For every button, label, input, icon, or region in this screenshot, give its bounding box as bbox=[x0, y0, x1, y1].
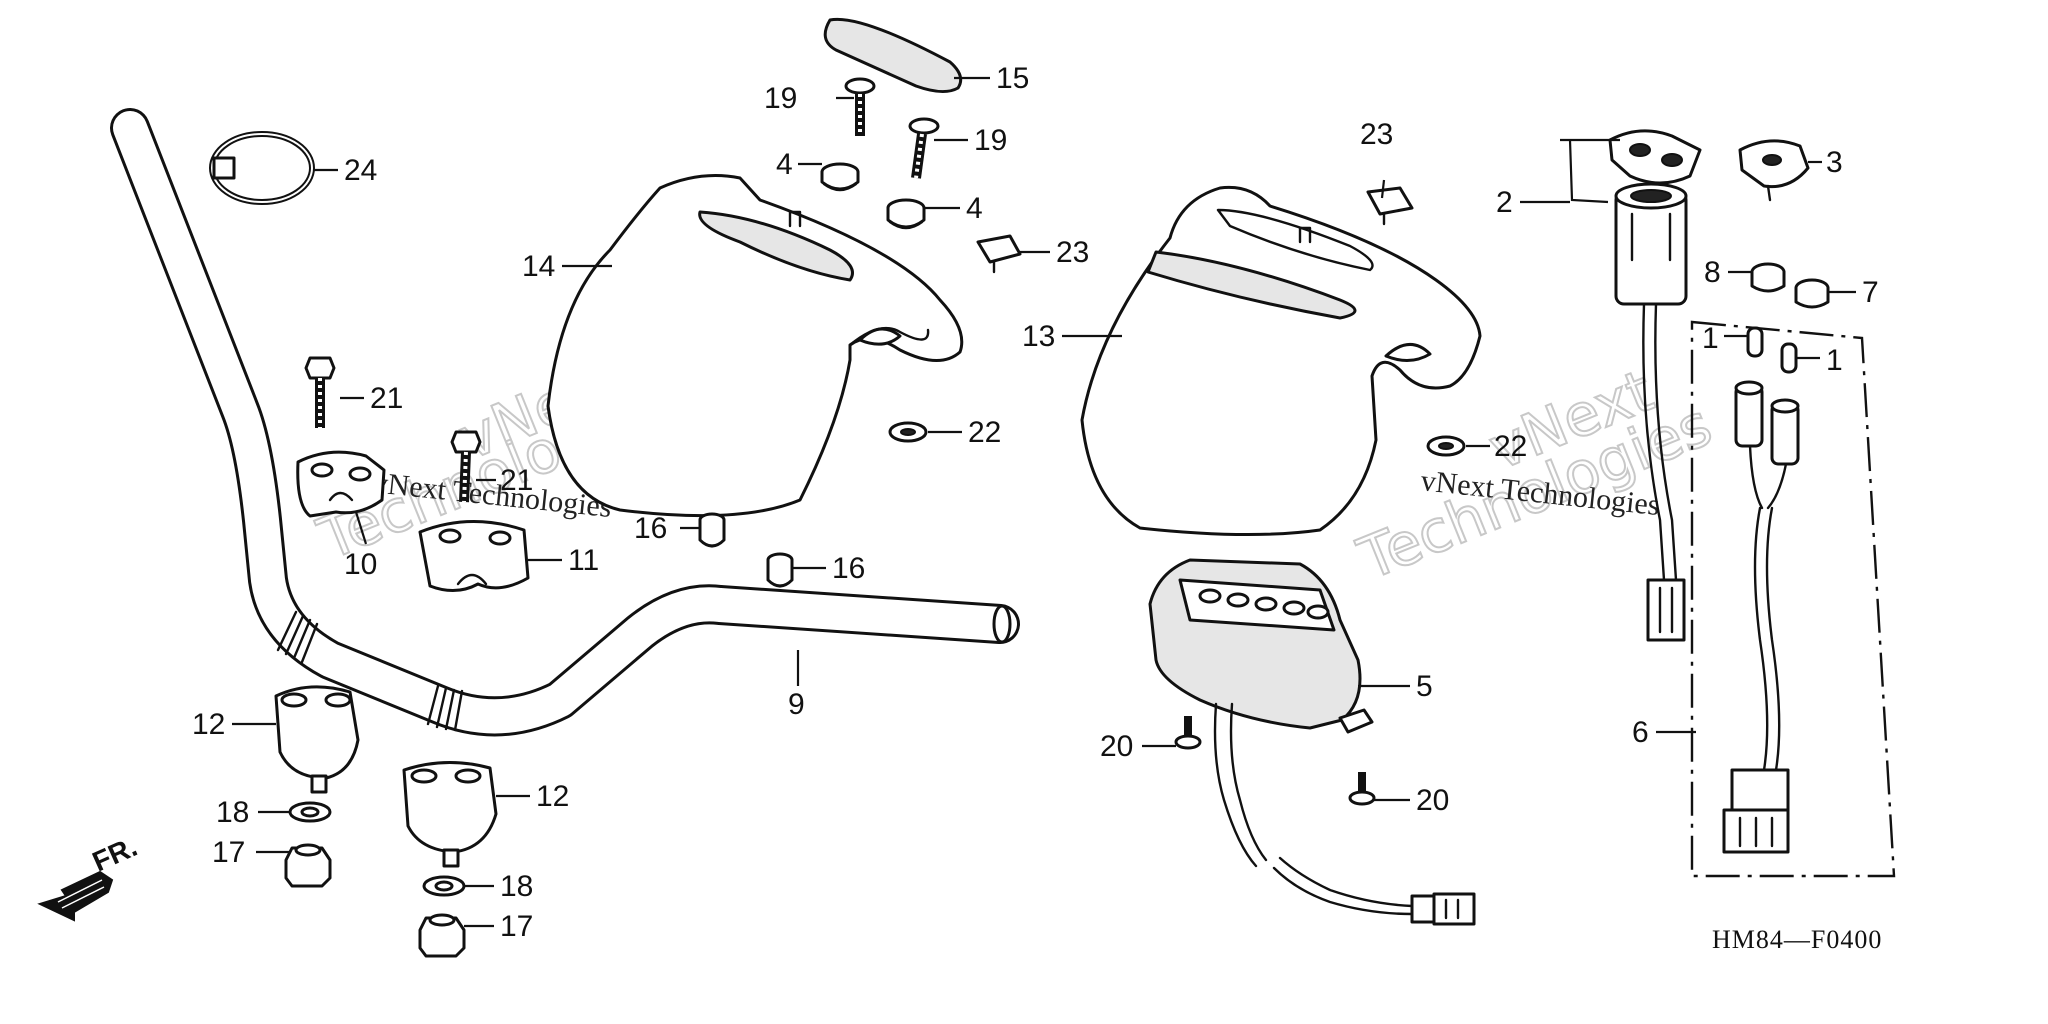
socket-sub-harness-6 bbox=[1722, 380, 1800, 854]
grommet-4-right bbox=[886, 198, 926, 230]
grommet-4-left bbox=[820, 162, 860, 192]
plug-7 bbox=[1794, 278, 1830, 309]
callout-17: 17 bbox=[500, 910, 533, 943]
callout-19: 19 bbox=[974, 124, 1007, 157]
pad-15 bbox=[823, 17, 963, 93]
callout-1: 1 bbox=[1826, 344, 1843, 377]
washer-18-left bbox=[288, 801, 332, 823]
key-3 bbox=[1738, 139, 1810, 202]
bulb-1-left bbox=[1746, 326, 1764, 358]
callout-23: 23 bbox=[1360, 118, 1393, 151]
screw-19-left bbox=[844, 77, 876, 136]
callout-1: 1 bbox=[1702, 322, 1719, 355]
callout-20: 20 bbox=[1100, 730, 1133, 763]
collar-16-upper bbox=[698, 512, 726, 548]
handlebar-knurl-left bbox=[276, 610, 319, 664]
washer-18-right bbox=[422, 875, 466, 897]
indicator-meter-5 bbox=[1148, 558, 1476, 926]
handlebar-upper-cover-14 bbox=[546, 174, 964, 518]
callout-20: 20 bbox=[1416, 784, 1449, 817]
diagram-code: HM84—F0400 bbox=[1712, 925, 1882, 954]
callout-17: 17 bbox=[212, 836, 245, 869]
bolt-21-upper bbox=[304, 356, 336, 428]
callout-11: 11 bbox=[568, 544, 599, 577]
callout-22: 22 bbox=[968, 416, 1001, 449]
nut-17-left bbox=[284, 843, 332, 888]
callout-4: 4 bbox=[776, 148, 793, 181]
callout-16: 16 bbox=[634, 512, 667, 545]
callout-6: 6 bbox=[1632, 716, 1649, 749]
callout-5: 5 bbox=[1416, 670, 1433, 703]
band-clip bbox=[209, 131, 315, 205]
clip-23-left bbox=[976, 234, 1022, 274]
bolt-21-lower bbox=[450, 430, 482, 503]
callout-3: 3 bbox=[1826, 146, 1843, 179]
front-direction-indicator: FR. bbox=[37, 831, 142, 922]
clip-23-right bbox=[1366, 186, 1414, 226]
washer-22-right bbox=[1426, 435, 1466, 457]
callout-12: 12 bbox=[192, 708, 225, 741]
callout-18: 18 bbox=[500, 870, 533, 903]
callout-15: 15 bbox=[996, 62, 1029, 95]
callout-14: 14 bbox=[522, 250, 555, 283]
front-direction-label: FR. bbox=[88, 831, 142, 878]
callout-23: 23 bbox=[1056, 236, 1089, 269]
callout-4: 4 bbox=[966, 192, 983, 225]
upper-holder-11 bbox=[418, 519, 530, 592]
washer-22-left bbox=[888, 421, 928, 443]
harness-group-box bbox=[1690, 320, 1896, 878]
screw-19-right bbox=[908, 117, 940, 179]
collar-16-lower bbox=[766, 552, 794, 588]
handlebar-front-cover-13 bbox=[1080, 185, 1482, 537]
lower-holder-12-left bbox=[274, 685, 360, 794]
callout-21: 21 bbox=[370, 382, 403, 415]
upper-holder-10 bbox=[296, 450, 386, 518]
callout-8: 8 bbox=[1704, 256, 1721, 289]
callout-18: 18 bbox=[216, 796, 249, 829]
callout-19: 19 bbox=[764, 82, 797, 115]
handlebar bbox=[110, 108, 1020, 737]
callout-22: 22 bbox=[1494, 430, 1527, 463]
plug-8 bbox=[1750, 262, 1786, 293]
callout-12: 12 bbox=[536, 780, 569, 813]
handlebar-knurl-right bbox=[426, 684, 464, 732]
callout-9: 9 bbox=[788, 688, 805, 721]
lower-holder-12-right bbox=[402, 761, 498, 868]
callout-10: 10 bbox=[344, 548, 377, 581]
ignition-switch-2 bbox=[1608, 129, 1702, 642]
screw-20-right bbox=[1348, 772, 1376, 806]
callout-24: 24 bbox=[344, 154, 377, 187]
callout-13: 13 bbox=[1022, 320, 1055, 353]
bulb-1-right bbox=[1780, 342, 1798, 374]
callout-21: 21 bbox=[500, 464, 533, 497]
callout-2: 2 bbox=[1496, 186, 1513, 219]
meter-lamps bbox=[1198, 588, 1330, 620]
callout-7: 7 bbox=[1862, 276, 1879, 309]
leader-lines bbox=[232, 76, 1856, 928]
callout-labels: 1 1 2 3 4 4 5 6 7 8 9 10 11 12 12 13 14 … bbox=[192, 62, 1879, 943]
callout-16: 16 bbox=[832, 552, 865, 585]
screw-20-left bbox=[1174, 716, 1202, 750]
nut-17-right bbox=[418, 913, 466, 958]
